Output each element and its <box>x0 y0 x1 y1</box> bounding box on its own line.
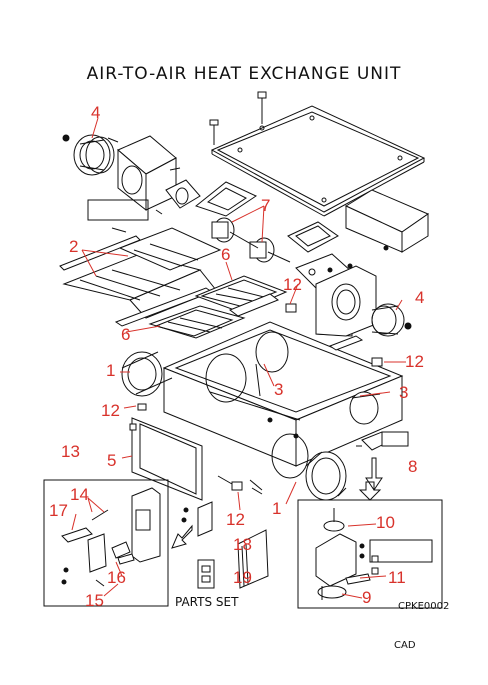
callout-3-middle: 3 <box>274 380 284 399</box>
terminal-block <box>356 431 409 491</box>
callout-7: 7 <box>261 196 271 215</box>
brackets <box>129 303 383 495</box>
callout-12-upper: 12 <box>283 275 302 294</box>
callout-12-right: 12 <box>405 352 424 371</box>
leader-lines <box>71 117 406 599</box>
booklet <box>237 529 269 589</box>
fan-housing-left <box>87 135 201 233</box>
right-cover <box>344 189 430 253</box>
callout-3-right: 3 <box>399 383 409 402</box>
duct-ring-right <box>349 391 381 425</box>
callout-1-upper: 1 <box>106 361 116 380</box>
callout-11: 11 <box>388 568 406 587</box>
callout-13: 13 <box>61 442 80 461</box>
motor-assembly <box>194 181 339 263</box>
callout-14: 14 <box>70 485 89 504</box>
blower-wheel-right <box>371 303 412 337</box>
fan-housing-right <box>295 253 377 337</box>
top-panel <box>209 91 426 217</box>
heat-exchange-elements <box>59 227 222 327</box>
page-title: AIR-TO-AIR HEAT EXCHANGE UNIT <box>86 64 402 84</box>
small-cover <box>181 501 213 537</box>
parts-set-label: PARTS SET <box>175 595 239 609</box>
footer-label: CAD <box>394 640 416 651</box>
callout-19: 19 <box>233 568 252 587</box>
callout-18: 18 <box>233 535 252 554</box>
callout-2: 2 <box>69 237 79 256</box>
drawing-code: CPKE0002 <box>398 601 450 612</box>
duct-ring-lower <box>305 451 347 501</box>
gasket-frame <box>131 417 203 501</box>
wall-switch <box>197 559 215 589</box>
callout-9: 9 <box>362 588 372 607</box>
callout-8: 8 <box>408 457 418 476</box>
callout-12-lower: 12 <box>226 510 245 529</box>
callout-10: 10 <box>376 513 395 532</box>
callout-16: 16 <box>107 568 126 587</box>
motor-box-8 <box>297 499 443 609</box>
blower-wheel-left <box>62 134 115 176</box>
filters <box>148 275 288 339</box>
callout-15: 15 <box>85 591 104 610</box>
callout-1-lower: 1 <box>272 499 282 518</box>
callout-4-right: 4 <box>415 288 425 307</box>
control-box-13 <box>43 479 169 607</box>
duct-ring-upper <box>121 351 173 397</box>
callout-12-left: 12 <box>101 401 120 420</box>
callout-4-left: 4 <box>91 103 101 122</box>
callout-6-upper: 6 <box>221 245 231 264</box>
callout-5: 5 <box>107 451 117 470</box>
callout-17: 17 <box>49 501 68 520</box>
callout-6-lower: 6 <box>121 325 131 344</box>
